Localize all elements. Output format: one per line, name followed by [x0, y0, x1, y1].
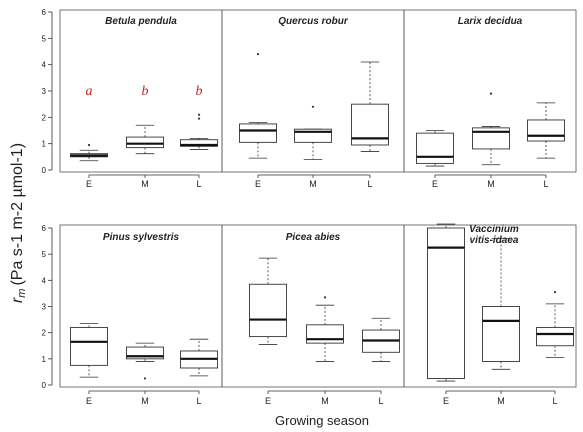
box-M [126, 342, 164, 380]
outlier-point [197, 113, 201, 116]
panel-title: Picea abies [286, 232, 341, 243]
outlier-point [197, 117, 201, 120]
outlier-point [323, 296, 327, 299]
x-tick-label: E [265, 396, 271, 406]
x-tick-label: L [552, 396, 557, 406]
panel-title: vitis-idaea [470, 235, 519, 246]
significance-letter: b [196, 84, 203, 99]
y-tick-label: 1 [42, 355, 47, 364]
y-tick-label: 6 [42, 8, 47, 17]
outlier-point [256, 53, 260, 56]
outlier-point [553, 291, 557, 294]
panel-title: Larix decidua [458, 16, 523, 27]
x-tick-label: E [432, 179, 438, 189]
box-E [427, 223, 465, 382]
x-tick-label: L [367, 179, 372, 189]
panel-title: Pinus sylvestris [103, 232, 180, 243]
x-tick-label: L [196, 179, 201, 189]
box-M [482, 238, 520, 370]
box-iqr [536, 326, 574, 347]
box-L [180, 113, 218, 150]
y-axis-label-units: (Pa s-1 m-2 µmol-1) [9, 143, 26, 286]
box-iqr [249, 283, 287, 338]
box-M [294, 105, 332, 160]
box-iqr [527, 119, 565, 142]
box-M [306, 296, 344, 362]
box-E [239, 53, 277, 159]
y-tick-label: 0 [42, 166, 47, 175]
box-L [180, 338, 218, 377]
x-tick-label: M [321, 396, 329, 406]
y-tick-label: 4 [42, 276, 47, 285]
y-axis-label-symbol: r [9, 297, 26, 303]
x-tick-label: M [141, 179, 149, 189]
box-M [472, 92, 510, 166]
y-tick-label: 3 [42, 303, 47, 312]
panel-frame [403, 224, 577, 388]
y-tick-label: 5 [42, 34, 47, 43]
y-axis-label: rm (Pa s-1 m-2 µmol-1) [9, 143, 28, 303]
box-L [351, 61, 389, 152]
y-tick-label: 0 [42, 381, 47, 390]
panel-betula-pendula: Betula pendula 0 1 2 3 4 5 6E M La b b [42, 8, 223, 189]
y-tick-label: 6 [42, 224, 47, 233]
x-tick-label: E [443, 396, 449, 406]
outlier-point [143, 377, 147, 380]
significance-letter: a [86, 84, 93, 99]
box-iqr [239, 123, 277, 143]
x-tick-label: M [497, 396, 505, 406]
box-iqr [70, 326, 108, 366]
y-tick-label: 3 [42, 87, 47, 96]
panel-title: Quercus robur [278, 16, 349, 27]
x-tick-label: L [378, 396, 383, 406]
box-E [416, 130, 454, 167]
box-iqr [180, 139, 218, 147]
x-tick-label: E [255, 179, 261, 189]
outlier-point [87, 143, 91, 147]
box-E [249, 257, 287, 345]
panel-title: Vaccinium [469, 224, 519, 235]
panel-pinus-sylvestris: Pinus sylvestris 0 1 2 3 4 5 6E M L [42, 224, 223, 406]
y-tick-label: 2 [42, 329, 47, 338]
box-iqr [126, 346, 164, 360]
y-tick-label: 4 [42, 61, 47, 70]
box-L [362, 317, 400, 362]
svg-text:rm(Pa s-1 m-2 µmol-1): rm (Pa s-1 m-2 µmol-1) [9, 143, 28, 303]
x-tick-label: M [487, 179, 495, 189]
box-iqr [416, 132, 454, 164]
outlier-point [311, 105, 315, 108]
x-tick-label: E [86, 179, 92, 189]
x-axis-label: Growing season [275, 413, 369, 428]
box-iqr [427, 227, 465, 379]
box-M [126, 124, 164, 155]
x-tick-label: L [196, 396, 201, 406]
box-iqr [472, 127, 510, 150]
box-E [70, 323, 108, 378]
box-E [70, 143, 108, 162]
panel-frame [403, 9, 577, 173]
x-tick-label: M [141, 396, 149, 406]
y-tick-label: 5 [42, 250, 47, 259]
box-iqr [482, 306, 520, 362]
box-iqr [126, 136, 164, 149]
y-axis-label-subscript: m [16, 289, 28, 298]
box-L [536, 291, 574, 358]
panel-title: Betula pendula [105, 16, 177, 27]
x-tick-label: E [86, 396, 92, 406]
y-tick-label: 2 [42, 113, 47, 122]
outlier-point [489, 92, 493, 95]
box-iqr [306, 324, 344, 344]
y-tick-label: 1 [42, 140, 47, 149]
box-L [527, 102, 565, 159]
significance-letter: b [142, 84, 149, 99]
x-tick-label: L [543, 179, 548, 189]
x-tick-label: M [309, 179, 317, 189]
